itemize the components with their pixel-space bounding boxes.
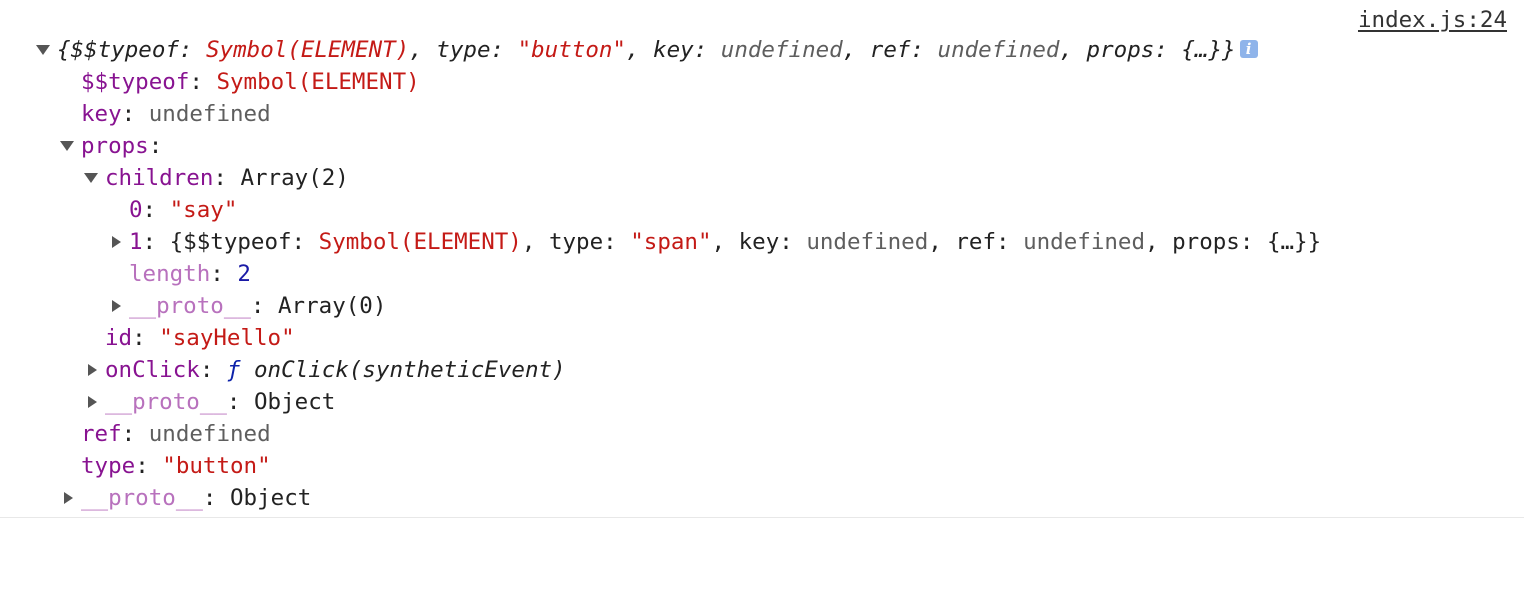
property-key: type: [81, 453, 136, 479]
property-key: props: [81, 133, 149, 159]
property-row-onclick[interactable]: onClick: ƒ onClick(syntheticEvent): [0, 354, 1524, 386]
property-key: children: [105, 165, 214, 191]
expand-arrow-icon[interactable]: [84, 354, 100, 386]
property-value: Array(0): [278, 293, 387, 319]
expand-arrow-icon[interactable]: [108, 290, 124, 322]
preview-key-value: undefined: [720, 37, 843, 63]
function-icon: ƒ: [226, 357, 241, 383]
collapse-arrow-icon[interactable]: [83, 162, 99, 194]
root-object-row[interactable]: {$$typeof: Symbol(ELEMENT), type: "butto…: [0, 34, 1524, 66]
console-object-tree: {$$typeof: Symbol(ELEMENT), type: "butto…: [0, 34, 1524, 514]
preview-props-key: , props:: [1059, 37, 1182, 63]
property-key: __proto__: [105, 389, 227, 415]
item1-type-value: "span": [630, 229, 712, 255]
property-key: length: [129, 261, 211, 287]
preview-type-key: , type:: [409, 37, 518, 63]
preview-symbol: Symbol(ELEMENT): [206, 37, 410, 63]
property-key: __proto__: [81, 485, 203, 511]
property-key: ref: [81, 421, 122, 447]
property-value: Symbol(ELEMENT): [216, 69, 420, 95]
property-row-children[interactable]: children: Array(2): [0, 162, 1524, 194]
root-object-preview: {$$typeof: Symbol(ELEMENT), type: "butto…: [57, 34, 1258, 66]
property-value: undefined: [148, 101, 271, 127]
property-row-type: type: "button": [81, 453, 271, 479]
item1-symbol: Symbol(ELEMENT): [318, 229, 522, 255]
item1-ref-value: undefined: [1023, 229, 1146, 255]
property-value: onClick(syntheticEvent): [254, 357, 566, 383]
property-value: Object: [254, 389, 336, 415]
property-key: $$typeof: [81, 69, 190, 95]
preview-ref-value: undefined: [937, 37, 1060, 63]
props-proto-row[interactable]: __proto__: Object: [0, 386, 1524, 418]
property-key: 0: [129, 197, 143, 223]
array-item-1[interactable]: 1: {$$typeof: Symbol(ELEMENT), type: "sp…: [0, 226, 1524, 258]
property-row-typeof: $$typeof: Symbol(ELEMENT): [81, 69, 420, 95]
preview-ref-key: , ref:: [842, 37, 938, 63]
preview-props-value: {…}}: [1181, 37, 1236, 63]
expand-arrow-icon[interactable]: [84, 386, 100, 418]
item1-props-value: {…}}: [1266, 229, 1322, 255]
property-value: "say": [169, 197, 238, 223]
expand-arrow-icon[interactable]: [108, 226, 124, 258]
property-key: key: [81, 101, 122, 127]
property-key: onClick: [105, 357, 200, 383]
property-key: __proto__: [129, 293, 251, 319]
item1-props-key: , props:: [1145, 229, 1267, 255]
item1-type-key: , type:: [521, 229, 631, 255]
property-row-props[interactable]: props:: [0, 130, 1524, 162]
array-proto-row[interactable]: __proto__: Array(0): [0, 290, 1524, 322]
property-row-key: key: undefined: [81, 101, 271, 127]
property-value: "button": [162, 453, 271, 479]
item1-key-key: , key:: [711, 229, 807, 255]
property-row-id: id: "sayHello": [105, 325, 295, 351]
property-value: undefined: [148, 421, 271, 447]
array-length-row: length: 2: [129, 261, 251, 287]
property-value: "sayHello": [159, 325, 295, 351]
property-value: 2: [237, 261, 251, 287]
expand-arrow-icon[interactable]: [60, 482, 76, 514]
preview-type-value: "button": [517, 37, 626, 63]
item1-open: {$$typeof:: [169, 229, 319, 255]
array-item-0: 0: "say": [129, 197, 238, 223]
item1-ref-key: , ref:: [928, 229, 1024, 255]
property-value: Array(2): [240, 165, 349, 191]
property-value: Object: [230, 485, 312, 511]
root-proto-row[interactable]: __proto__: Object: [0, 482, 1524, 514]
property-row-ref: ref: undefined: [81, 421, 271, 447]
info-icon[interactable]: i: [1239, 39, 1258, 58]
collapse-arrow-icon[interactable]: [35, 34, 51, 66]
collapse-arrow-icon[interactable]: [59, 130, 75, 162]
property-key: id: [105, 325, 133, 351]
property-key: 1: [129, 229, 143, 255]
preview-key-key: , key:: [625, 37, 721, 63]
item1-key-value: undefined: [806, 229, 929, 255]
source-location-link[interactable]: index.js:24: [1357, 7, 1507, 33]
preview-open: {$$typeof:: [57, 37, 207, 63]
